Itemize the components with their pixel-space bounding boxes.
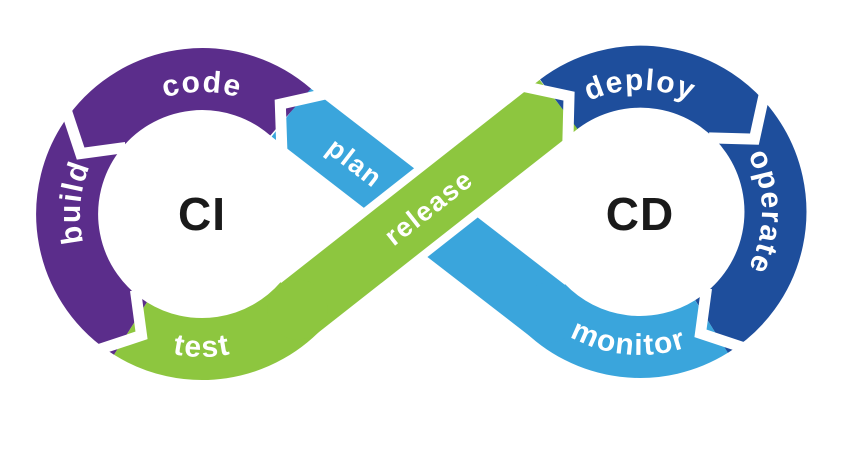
svg-text:test: test — [171, 328, 232, 364]
arrow-operate-to-monitor-icon — [694, 287, 746, 353]
cd-center-label: CD — [606, 188, 674, 240]
arrow-deploy-to-operate-icon — [708, 93, 770, 145]
test-release-joint — [267, 279, 328, 340]
release-band — [278, 79, 578, 334]
ci-center-label: CI — [178, 188, 226, 240]
arrow-build-to-test-icon — [96, 289, 148, 355]
center-labels: CI CD — [178, 188, 674, 240]
crossing-bands — [271, 79, 578, 337]
code-build-arc — [36, 48, 311, 355]
label-test: test — [171, 328, 231, 364]
monitor-plan-joint — [519, 282, 580, 343]
arrow-release-to-deploy-icon — [523, 81, 575, 142]
flow-arrows — [61, 81, 770, 355]
arrow-plan-to-code-icon — [274, 88, 326, 150]
ci-loop — [36, 48, 328, 380]
arrow-code-to-build-icon — [61, 108, 127, 160]
